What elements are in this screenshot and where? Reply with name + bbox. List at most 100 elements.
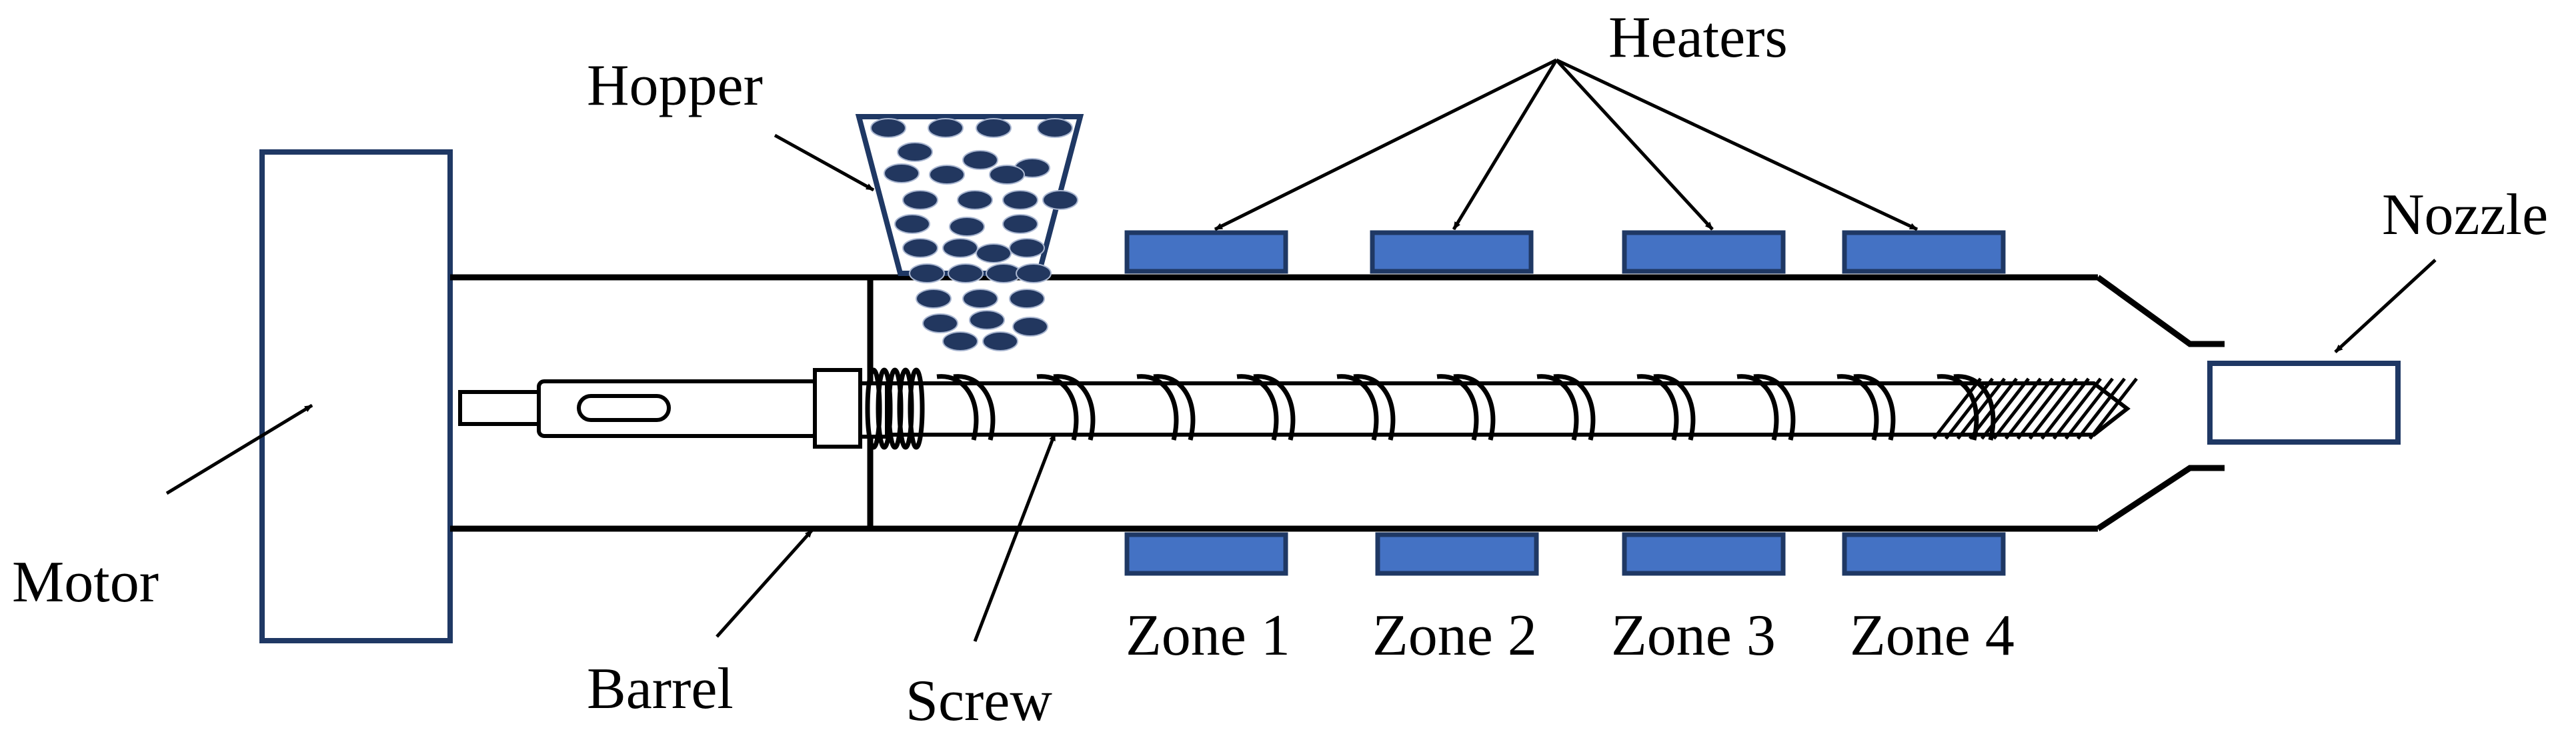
screw-flight — [1536, 374, 1579, 441]
screw-flight — [1753, 374, 1796, 441]
screw-flight — [2077, 377, 2126, 440]
heater-top-2 — [1370, 230, 1534, 274]
pellet — [1009, 289, 1045, 309]
screw-label: Screw — [906, 669, 1052, 733]
pellet — [884, 163, 920, 183]
screw-flight — [1993, 377, 2042, 440]
pellet — [916, 289, 952, 309]
heaters-label: Heaters — [1608, 5, 1788, 70]
zone-2-label: Zone 2 — [1372, 603, 1537, 668]
zone-1-label: Zone 1 — [1126, 603, 1290, 668]
pellet — [976, 118, 1012, 138]
screw-arrow — [973, 433, 1057, 642]
screw-flight — [1253, 374, 1296, 441]
pellet — [1042, 190, 1078, 210]
screw-flight — [1969, 377, 2018, 440]
heaters-arrow-3 — [1555, 59, 1714, 231]
screw-flight — [1957, 377, 2006, 440]
screw-flight — [2017, 377, 2066, 440]
pellet — [1002, 214, 1038, 234]
pellet — [962, 289, 998, 309]
screw-flight — [1636, 374, 1679, 441]
screw-flights — [865, 367, 2138, 450]
screw-flight — [1336, 374, 1379, 441]
screw-flight — [1053, 374, 1096, 441]
screw-flight — [1836, 374, 1879, 441]
screw-flight — [2053, 377, 2102, 440]
pellet — [909, 263, 945, 283]
screw-flight — [908, 367, 925, 450]
nozzle-tip — [2207, 361, 2401, 445]
pellet — [1037, 118, 1073, 138]
screw-flight — [1453, 374, 1496, 441]
heaters — [1124, 230, 2006, 576]
pellet — [1009, 238, 1045, 258]
zone-4-label: Zone 4 — [1850, 603, 2015, 668]
pellet — [982, 331, 1018, 351]
pellet — [976, 243, 1012, 263]
nozzle-arrow — [2334, 259, 2437, 353]
pellet — [969, 310, 1005, 330]
screw-flight — [1653, 374, 1696, 441]
pointer-arrows — [165, 58, 2437, 642]
screw-flight — [1945, 377, 1994, 440]
barrel — [450, 274, 2225, 532]
pellet — [989, 165, 1025, 185]
heater-bottom-1 — [1124, 532, 1288, 576]
screw-flight — [2029, 377, 2078, 440]
plastic-pellets — [870, 118, 1078, 351]
pellet — [870, 118, 906, 138]
pellet — [949, 217, 985, 237]
heaters-arrow-1 — [1214, 58, 1558, 231]
screw-flight — [2005, 377, 2054, 440]
screw-flight — [953, 374, 996, 441]
heater-bottom-2 — [1375, 532, 1539, 576]
screw — [458, 368, 2131, 449]
hopper-arrow — [774, 133, 875, 192]
heaters-arrow-4 — [1555, 58, 1918, 231]
heater-bottom-4 — [1842, 532, 2006, 576]
screw-flight — [1736, 374, 1779, 441]
barrel-arrow — [716, 529, 814, 638]
pellet — [1012, 317, 1048, 337]
pellet — [962, 150, 998, 170]
pellet — [1002, 190, 1038, 210]
screw-flight — [1553, 374, 1596, 441]
motor-block — [259, 149, 453, 643]
screw-flight — [1933, 377, 1982, 440]
hopper-label: Hopper — [587, 53, 763, 118]
pellet — [897, 142, 933, 162]
barrel-label: Barrel — [587, 657, 734, 721]
pellet — [948, 263, 984, 283]
motor-arrow — [165, 403, 313, 495]
heater-top-1 — [1124, 230, 1288, 274]
screw-flight — [1153, 374, 1196, 441]
pellet — [894, 214, 930, 234]
nozzle-label: Nozzle — [2382, 183, 2548, 247]
heater-top-4 — [1842, 230, 2006, 274]
screw-flight — [2041, 377, 2090, 440]
pellet — [922, 313, 958, 333]
screw-flight — [1236, 374, 1279, 441]
pellet — [1016, 263, 1052, 283]
motor-label: Motor — [12, 550, 159, 615]
screw-flight — [1036, 374, 1079, 441]
screw-flight — [2065, 377, 2114, 440]
pellet — [902, 190, 938, 210]
heaters-arrow-2 — [1452, 59, 1558, 231]
pellet — [942, 238, 978, 258]
screw-flight — [1853, 374, 1896, 441]
pellet — [957, 190, 993, 210]
screw-flight — [1136, 374, 1179, 441]
pellet — [928, 118, 964, 138]
zone-3-label: Zone 3 — [1611, 603, 1776, 668]
screw-flight — [1436, 374, 1479, 441]
pellet — [929, 165, 965, 185]
screw-flight — [2089, 377, 2138, 440]
pellet — [902, 238, 938, 258]
screw-flight — [1981, 377, 2030, 440]
screw-flight — [936, 374, 979, 441]
pellet — [942, 331, 978, 351]
